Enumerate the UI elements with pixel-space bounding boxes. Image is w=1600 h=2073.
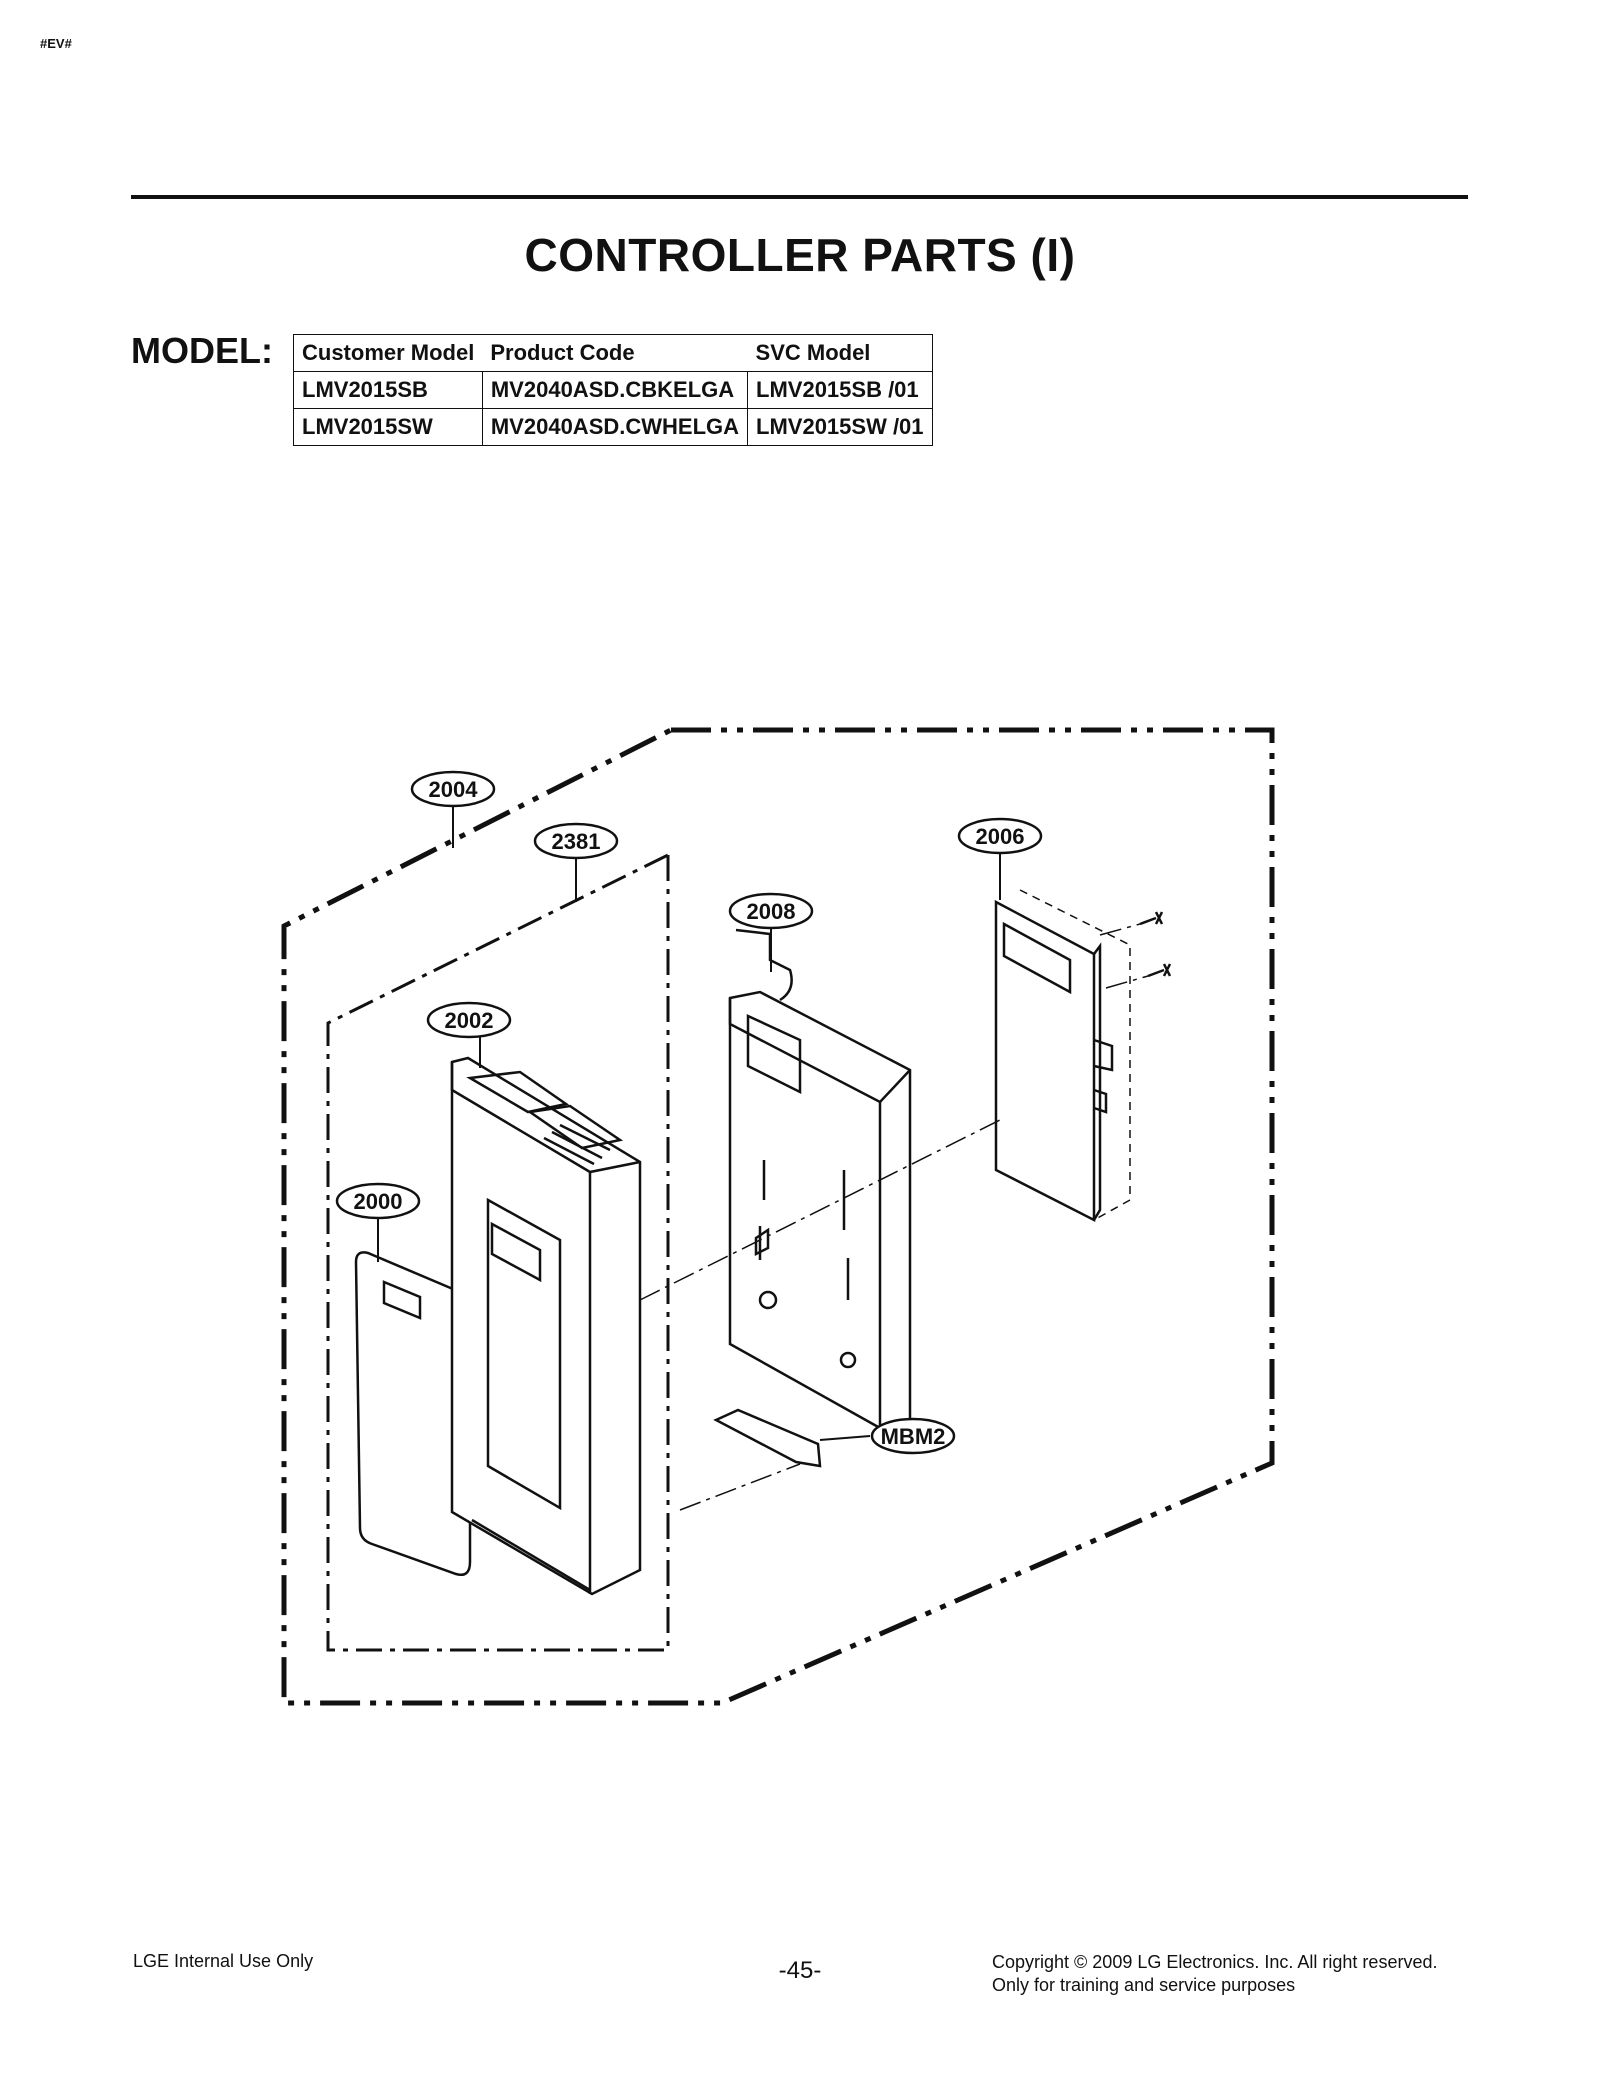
page-title: CONTROLLER PARTS (I) bbox=[524, 229, 1076, 281]
copyright-line: Copyright © 2009 LG Electronics. Inc. Al… bbox=[992, 1952, 1438, 1972]
callout-2004: 2004 bbox=[429, 777, 479, 802]
callout-2000: 2000 bbox=[354, 1189, 403, 1214]
part-2000-cover bbox=[354, 1251, 472, 1576]
part-2006-pcb bbox=[994, 889, 1131, 1223]
table-cell: LMV2015SW /01 bbox=[747, 408, 933, 446]
part-2002-frame bbox=[450, 1056, 642, 1596]
column-header: Product Code bbox=[482, 334, 748, 372]
footer-internal-use: LGE Internal Use Only bbox=[133, 1951, 314, 1971]
callout-mbm2: MBM2 bbox=[881, 1424, 946, 1449]
column-header: SVC Model bbox=[747, 334, 933, 372]
model-label: MODEL: bbox=[131, 330, 273, 371]
callout-2006: 2006 bbox=[976, 824, 1025, 849]
callout-ellipses bbox=[335, 770, 1043, 1455]
callout-2008: 2008 bbox=[747, 899, 796, 924]
model-table-header: Customer Model Product Code SVC Model bbox=[293, 334, 933, 372]
leader-lines bbox=[377, 806, 1001, 1441]
footer-copyright: Copyright © 2009 LG Electronics. Inc. Al… bbox=[992, 1951, 1437, 1997]
table-cell: LMV2015SW bbox=[293, 408, 483, 446]
inner-boundary bbox=[326, 852, 670, 1652]
page-number: -45- bbox=[778, 1957, 822, 1984]
callout-2381: 2381 bbox=[552, 829, 601, 854]
table-cell: LMV2015SB /01 bbox=[747, 371, 933, 409]
table-cell: LMV2015SB bbox=[293, 371, 483, 409]
document-tag: #EV# bbox=[40, 36, 72, 51]
column-header: Customer Model bbox=[293, 334, 483, 372]
outer-boundary bbox=[281, 727, 1275, 1706]
model-table: Customer Model Product Code SVC Model LM… bbox=[293, 334, 933, 446]
screw-icon bbox=[1139, 911, 1172, 978]
alignment-lines bbox=[639, 923, 1149, 1511]
table-row: LMV2015SW MV2040ASD.CWHELGA LMV2015SW /0… bbox=[293, 408, 933, 446]
header-rule bbox=[131, 195, 1468, 199]
part-mbm2-pad bbox=[713, 1408, 822, 1468]
table-cell: MV2040ASD.CWHELGA bbox=[481, 408, 749, 446]
callout-2002: 2002 bbox=[445, 1008, 494, 1033]
table-row: LMV2015SB MV2040ASD.CBKELGA LMV2015SB /0… bbox=[293, 371, 933, 409]
training-line: Only for training and service purposes bbox=[992, 1975, 1296, 1995]
table-cell: MV2040ASD.CBKELGA bbox=[481, 371, 749, 409]
